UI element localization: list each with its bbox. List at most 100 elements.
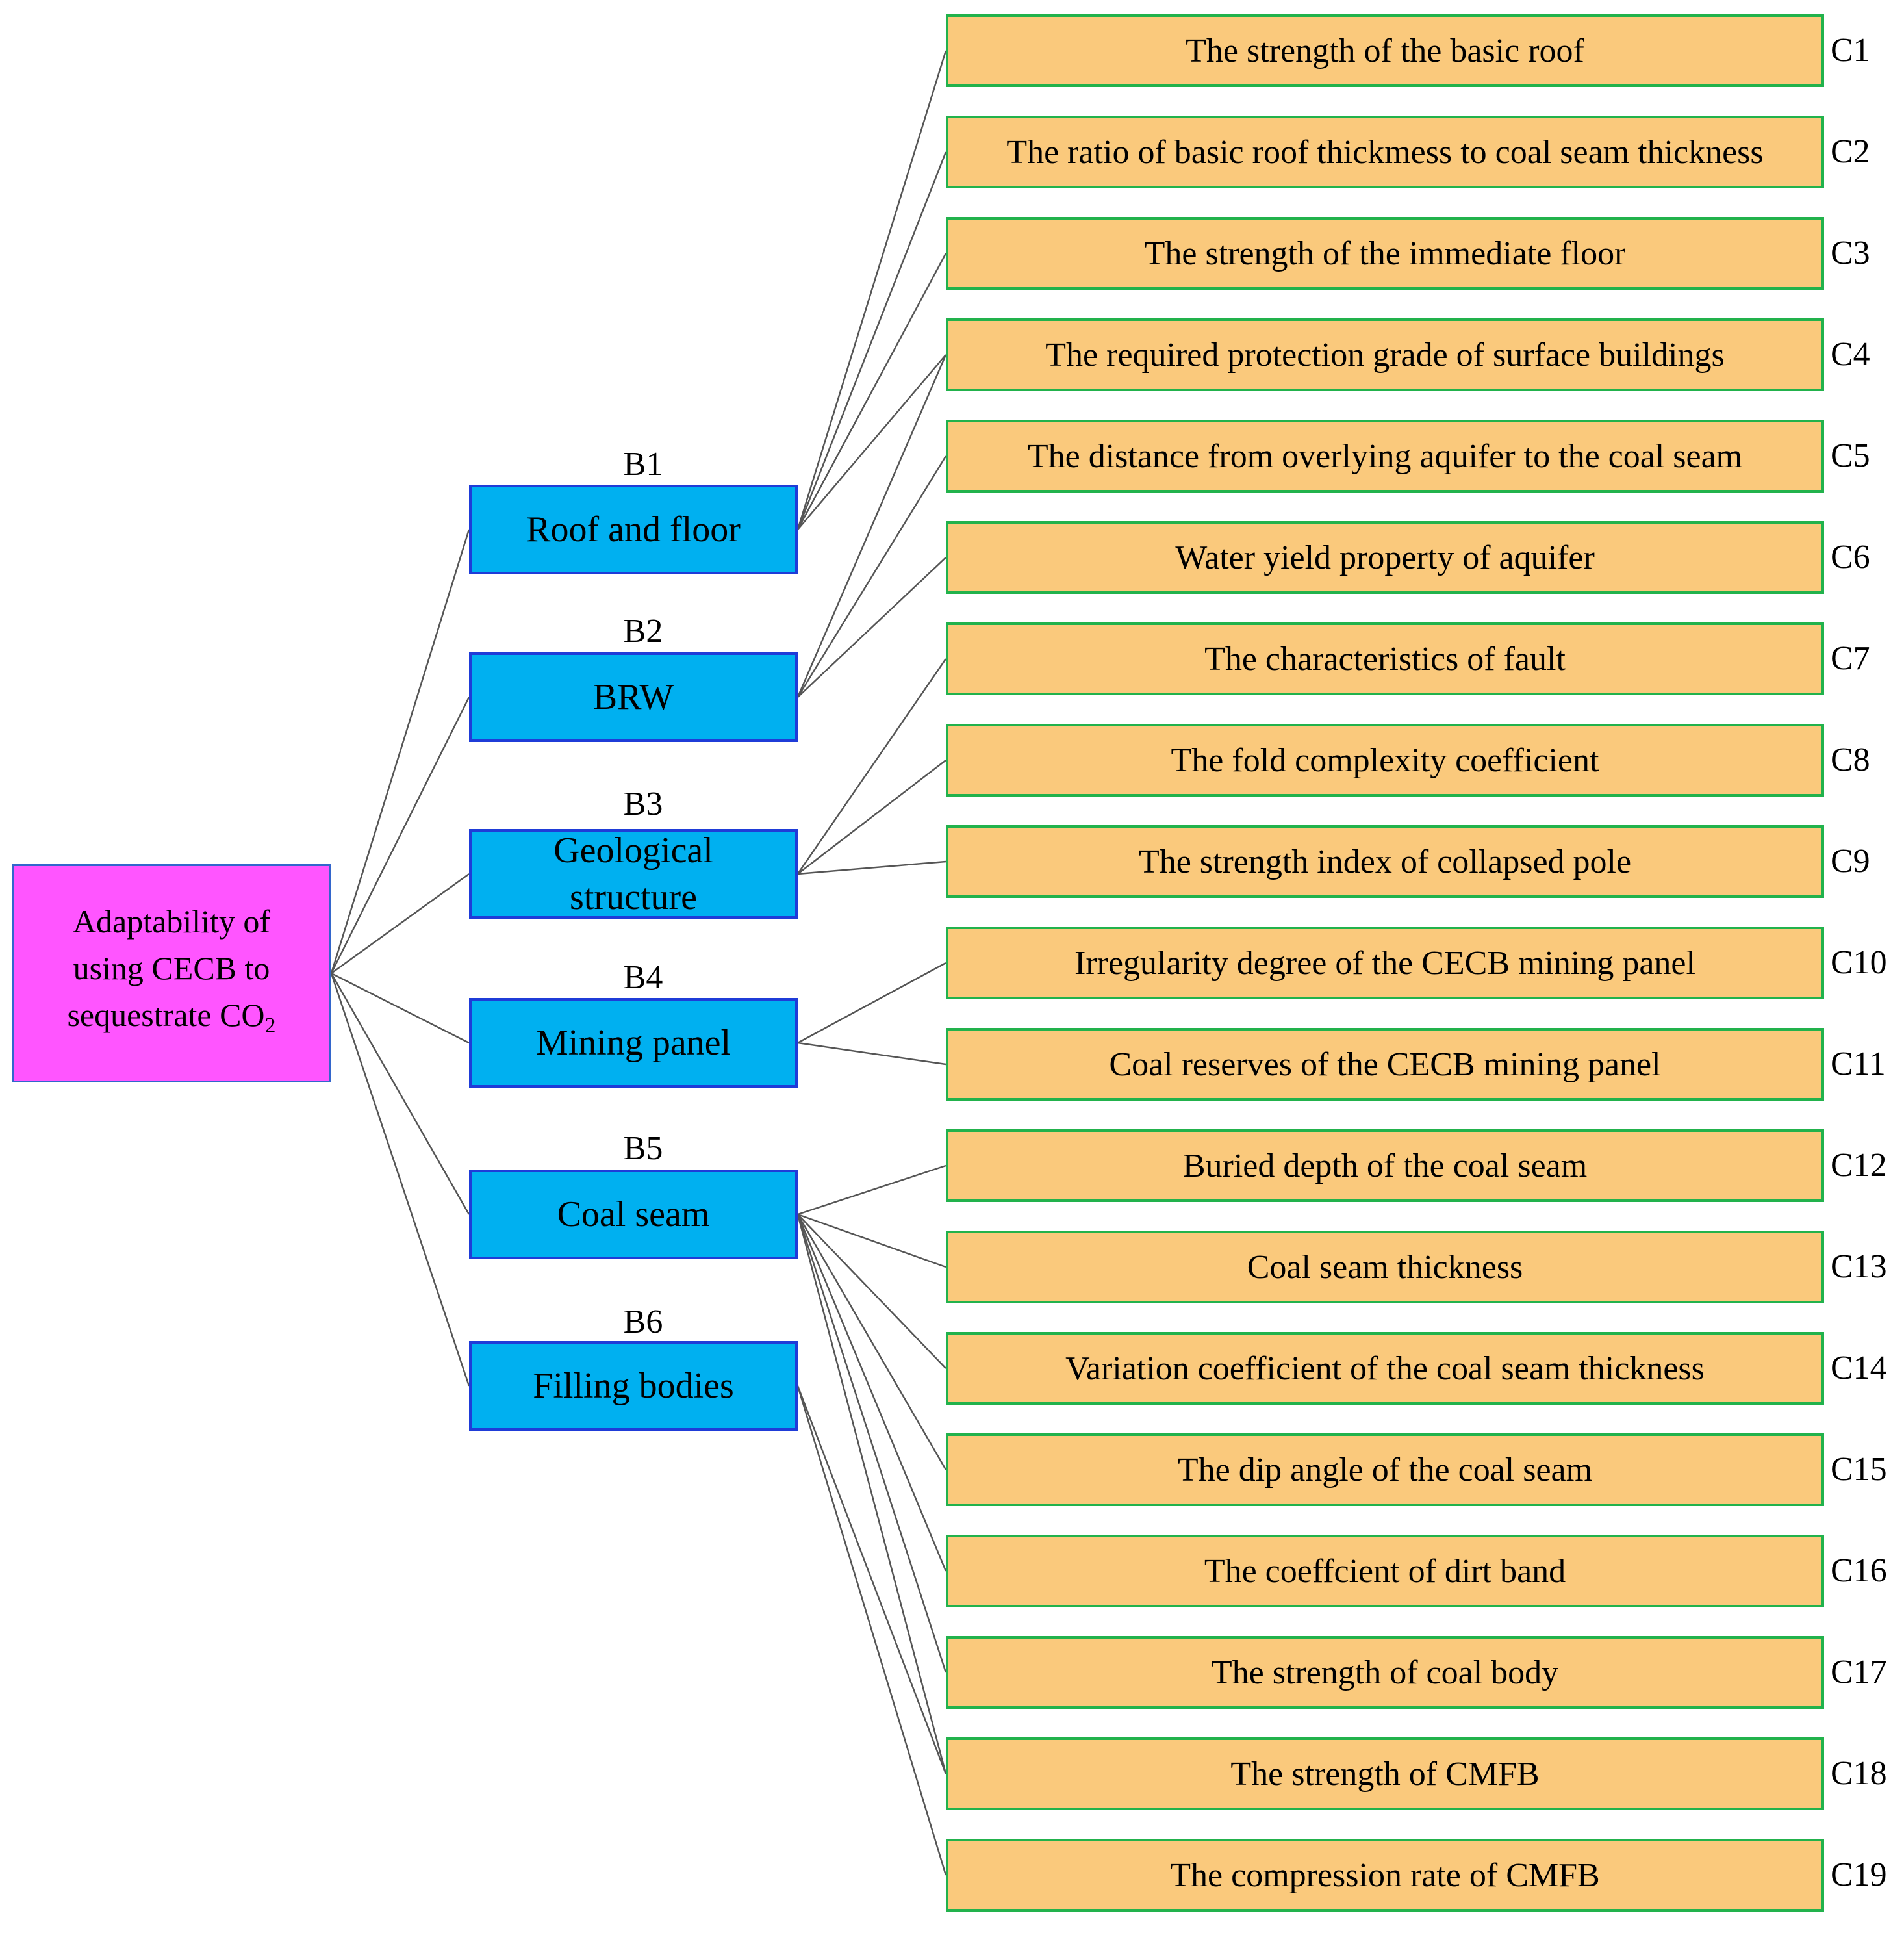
indicator-id-c12: C12	[1831, 1147, 1887, 1184]
criterion-node-b4: Mining panel	[469, 998, 798, 1088]
criterion-label: Mining panel	[535, 1023, 731, 1063]
indicator-label: The required protection grade of surface…	[1045, 336, 1725, 374]
connector-b1-c2	[796, 151, 947, 530]
indicator-node-c9: The strength index of collapsed pole	[946, 825, 1824, 898]
connector-b5-c14	[797, 1214, 946, 1369]
connector-b5-c15	[796, 1214, 947, 1470]
indicator-id-c15: C15	[1831, 1451, 1887, 1488]
connector-b5-c17	[796, 1214, 947, 1673]
connector-b5-c13	[797, 1213, 946, 1268]
indicator-label: The fold complexity coefficient	[1171, 741, 1599, 779]
goal-label-line-3: sequestrate CO2	[67, 996, 276, 1038]
indicator-id-c2: C2	[1831, 133, 1870, 170]
criterion-label: Roof and floor	[526, 509, 741, 550]
indicator-id-c17: C17	[1831, 1654, 1887, 1691]
connector-goal-b6	[330, 973, 470, 1387]
connector-b5-c18	[796, 1214, 947, 1774]
criterion-label-line-1: Geological	[553, 830, 713, 871]
indicator-id-c18: C18	[1831, 1755, 1887, 1792]
indicator-label: Water yield property of aquifer	[1175, 539, 1595, 576]
indicator-id-c16: C16	[1831, 1552, 1887, 1589]
connector-goal-b2	[330, 697, 470, 974]
indicator-node-c1: The strength of the basic roof	[946, 14, 1824, 87]
indicator-node-c19: The compression rate of CMFB	[946, 1839, 1824, 1912]
criterion-label-line-2: structure	[570, 877, 697, 917]
connector-b1-c1	[796, 50, 947, 530]
criterion-id-b3: B3	[623, 786, 663, 823]
criterion-node-b5: Coal seam	[469, 1170, 798, 1259]
indicator-label: Coal seam thickness	[1247, 1248, 1523, 1286]
indicator-node-c18: The strength of CMFB	[946, 1737, 1824, 1810]
indicator-node-c13: Coal seam thickness	[946, 1231, 1824, 1303]
indicator-node-c2: The ratio of basic roof thickmess to coa…	[946, 116, 1824, 188]
indicator-label: The distance from overlying aquifer to t…	[1027, 437, 1743, 475]
connector-b4-c10	[797, 962, 946, 1044]
indicator-node-c4: The required protection grade of surface…	[946, 318, 1824, 391]
indicator-id-c11: C11	[1831, 1045, 1886, 1082]
indicator-id-c8: C8	[1831, 741, 1870, 778]
criterion-label: Filling bodies	[533, 1366, 734, 1406]
connector-b2-c5	[796, 455, 947, 698]
indicator-id-c14: C14	[1831, 1350, 1887, 1387]
connector-goal-b4	[331, 972, 470, 1044]
criterion-label: Coal seam	[557, 1194, 710, 1235]
indicator-node-c7: The characteristics of fault	[946, 622, 1824, 695]
indicator-node-c5: The distance from overlying aquifer to t…	[946, 420, 1824, 493]
indicator-label: Irregularity degree of the CECB mining p…	[1074, 944, 1695, 982]
indicator-id-c6: C6	[1831, 539, 1870, 576]
criterion-id-b2: B2	[623, 613, 663, 650]
connector-b2-c6	[797, 557, 946, 698]
connector-b6-c18	[796, 1385, 947, 1774]
goal-label-line-1: Adaptability of	[72, 902, 271, 940]
connector-goal-b1	[330, 529, 470, 974]
indicator-label: Coal reserves of the CECB mining panel	[1109, 1045, 1661, 1083]
connector-goal-b3	[331, 873, 470, 975]
indicator-label: The ratio of basic roof thickmess to coa…	[1006, 133, 1764, 171]
indicator-node-c12: Buried depth of the coal seam	[946, 1129, 1824, 1202]
criterion-id-b1: B1	[623, 446, 663, 483]
connector-goal-b5	[330, 973, 470, 1215]
indicator-label: The dip angle of the coal seam	[1177, 1451, 1593, 1489]
connector-b1-c3	[796, 253, 947, 530]
indicator-label: The strength of coal body	[1211, 1654, 1559, 1691]
criterion-id-b6: B6	[623, 1303, 663, 1340]
indicator-node-c14: Variation coefficient of the coal seam t…	[946, 1332, 1824, 1405]
indicator-label: Buried depth of the coal seam	[1182, 1147, 1588, 1184]
connector-b2-c4	[796, 354, 947, 698]
indicator-id-c3: C3	[1831, 235, 1870, 272]
indicator-label: The coeffcient of dirt band	[1204, 1552, 1566, 1590]
indicator-node-c16: The coeffcient of dirt band	[946, 1535, 1824, 1607]
criterion-node-b3: Geological structure	[469, 829, 798, 919]
indicator-label: The compression rate of CMFB	[1170, 1856, 1600, 1894]
connector-b5-c16	[796, 1214, 947, 1572]
indicator-label: The characteristics of fault	[1204, 640, 1566, 678]
indicator-node-c6: Water yield property of aquifer	[946, 521, 1824, 594]
criterion-label: BRW	[592, 677, 674, 717]
connector-b3-c9	[797, 860, 946, 875]
goal-label-line-2: using CECB to	[73, 949, 270, 986]
indicator-node-c11: Coal reserves of the CECB mining panel	[946, 1028, 1824, 1101]
goal-node: Adaptability of using CECB to sequestrat…	[12, 864, 331, 1082]
indicator-label: The strength of the immediate floor	[1144, 235, 1626, 272]
criterion-node-b1: Roof and floor	[469, 485, 798, 574]
indicator-id-c1: C1	[1831, 32, 1870, 69]
connector-b3-c8	[797, 760, 946, 875]
indicator-id-c4: C4	[1831, 336, 1870, 373]
indicator-node-c17: The strength of coal body	[946, 1636, 1824, 1709]
indicator-label: The strength index of collapsed pole	[1138, 843, 1632, 880]
criterion-node-b2: BRW	[469, 652, 798, 742]
criterion-node-b6: Filling bodies	[469, 1341, 798, 1431]
criterion-id-b5: B5	[623, 1130, 663, 1167]
indicator-id-c7: C7	[1831, 640, 1870, 677]
indicator-node-c15: The dip angle of the coal seam	[946, 1433, 1824, 1506]
connector-b3-c7	[796, 658, 947, 875]
connector-b6-c19	[796, 1385, 947, 1876]
connector-b5-c12	[797, 1164, 946, 1216]
indicator-node-c3: The strength of the immediate floor	[946, 217, 1824, 290]
indicator-id-c5: C5	[1831, 437, 1870, 474]
indicator-id-c13: C13	[1831, 1248, 1887, 1285]
indicator-id-c10: C10	[1831, 944, 1887, 981]
indicator-label: The strength of the basic roof	[1186, 32, 1584, 70]
indicator-id-c9: C9	[1831, 843, 1870, 880]
